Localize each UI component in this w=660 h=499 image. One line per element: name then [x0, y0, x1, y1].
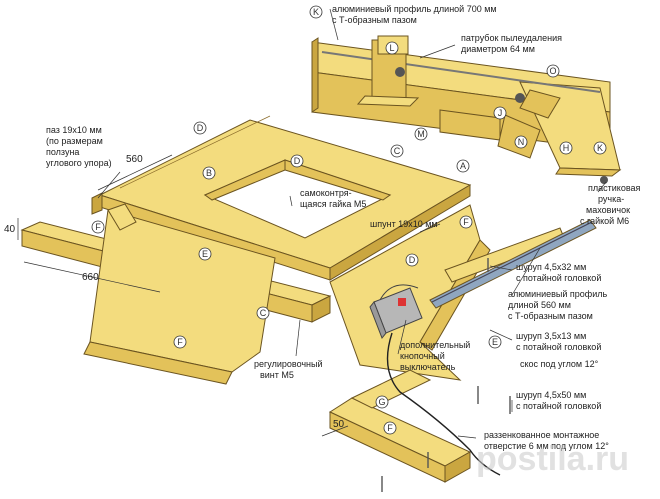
foot-bottom [328, 369, 472, 483]
svg-text:A: A [460, 161, 466, 171]
callout-a: A [456, 159, 470, 173]
svg-text:O: O [549, 66, 556, 76]
callout-g: G [375, 395, 389, 409]
label-adjust-2: винт М5 [260, 370, 294, 380]
label-knob-1: пластиковая [588, 183, 641, 193]
screws [381, 258, 511, 492]
callout-f-right: F [459, 215, 473, 229]
label-screw2-3: скос под углом 12° [520, 359, 599, 369]
dim-560: 560 [126, 154, 143, 165]
label-knob-4: с гайкой М6 [580, 216, 629, 226]
label-slot-2: (по размерам [46, 136, 103, 146]
label-hole-2: отверстие 6 мм под углом 12° [484, 441, 609, 451]
dim-40: 40 [4, 224, 16, 235]
dimensions [17, 154, 349, 437]
label-switch-1: дополнительный [400, 340, 470, 350]
callout-e-right: E [488, 335, 502, 349]
label-slot-4: углового упора) [46, 158, 112, 168]
svg-text:F: F [387, 423, 393, 433]
dim-50: 50 [333, 419, 345, 430]
dim-660: 660 [82, 272, 99, 283]
svg-text:H: H [563, 143, 570, 153]
label-profile560-1: алюминиевый профиль [508, 289, 607, 299]
svg-text:D: D [409, 255, 416, 265]
svg-text:E: E [492, 337, 498, 347]
callout-l: L [385, 41, 399, 55]
label-profile560-3: с Т-образным пазом [508, 311, 593, 321]
label-profile560-2: длиной 560 мм [508, 300, 571, 310]
svg-text:C: C [260, 308, 267, 318]
label-fence-profile-2: с Т-образным пазом [332, 15, 417, 25]
svg-text:C: C [394, 146, 401, 156]
callout-k-top: K [309, 5, 323, 19]
label-adjust-1: регулировочный [254, 359, 323, 369]
label-knob-3: маховичок [586, 205, 630, 215]
svg-text:K: K [597, 143, 603, 153]
svg-text:L: L [389, 43, 394, 53]
label-nut-1: самоконтря- [300, 188, 352, 198]
callout-c-top: C [390, 144, 404, 158]
label-screw3-2: с потайной головкой [516, 401, 601, 411]
callout-n: N [514, 135, 528, 149]
callout-d-mid: D [290, 154, 304, 168]
callout-j: J [493, 106, 507, 120]
label-screw2-2: с потайной головкой [516, 342, 601, 352]
svg-text:J: J [498, 108, 503, 118]
svg-text:B: B [206, 168, 212, 178]
label-slot-3: ползуна [46, 147, 79, 157]
callout-e-left: E [198, 247, 212, 261]
label-nut-2: щаяся гайка М5 [300, 199, 366, 209]
svg-text:F: F [463, 217, 469, 227]
label-switch-3: выключатель [400, 362, 456, 372]
label-screw1-2: с потайной головкой [516, 273, 601, 283]
svg-text:F: F [177, 337, 183, 347]
svg-text:F: F [95, 222, 101, 232]
label-dust-port-2: диаметром 64 мм [461, 44, 535, 54]
label-knob-2: ручка- [598, 194, 624, 204]
callout-k-right: K [593, 141, 607, 155]
label-hole-1: раззенкованное монтажное [484, 430, 599, 440]
callout-f-bottom: F [173, 335, 187, 349]
leg-left [83, 203, 276, 385]
label-screw2-1: шуруп 3,5х13 мм [516, 331, 586, 341]
label-fence-profile-1: алюминиевый профиль длиной 700 мм [332, 4, 497, 14]
callout-h: H [559, 141, 573, 155]
svg-text:M: M [417, 129, 425, 139]
callout-o: O [546, 64, 560, 78]
label-switch-2: кнопочный [400, 351, 445, 361]
callout-d-bottom: D [405, 253, 419, 267]
side-rail [429, 219, 597, 309]
leader-lines [97, 8, 607, 439]
callouts: K L D O J N M H K D C B A F F E D C F E … [91, 5, 607, 435]
svg-text:K: K [313, 7, 319, 17]
callout-d-top: D [193, 121, 207, 135]
callout-m: M [414, 127, 428, 141]
callout-f-foot: F [383, 421, 397, 435]
svg-text:E: E [202, 249, 208, 259]
svg-text:D: D [197, 123, 204, 133]
label-spline: шпунт 19х10 мм [370, 219, 438, 229]
svg-text:G: G [378, 397, 385, 407]
watermark: postila.ru [476, 440, 629, 478]
label-screw3-1: шуруп 4,5х50 мм [516, 390, 586, 400]
svg-text:D: D [294, 156, 301, 166]
callout-c-bottom: C [256, 306, 270, 320]
label-dust-port-1: патрубок пылеудаления [461, 33, 562, 43]
label-slot-1: паз 19х10 мм [46, 125, 102, 135]
label-screw1-1: шуруп 4,5х32 мм [516, 262, 586, 272]
callout-f-left: F [91, 220, 105, 234]
callout-b: B [202, 166, 216, 180]
switch-box [369, 284, 501, 476]
svg-text:N: N [518, 137, 525, 147]
table-top [91, 115, 472, 281]
